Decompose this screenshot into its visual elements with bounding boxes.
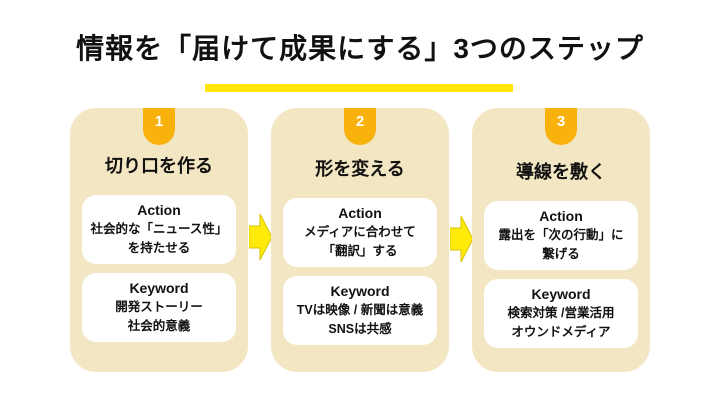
- keyword-box: Keyword 開発ストーリー 社会的意義: [82, 273, 236, 342]
- keyword-line: SNSは共感: [328, 322, 392, 336]
- step-number-badge: 3: [545, 108, 577, 145]
- step-card-2: 2 形を変える Action メディアに合わせて 「翻訳」する Keyword …: [271, 108, 449, 372]
- step-heading: 導線を敷く: [516, 162, 606, 182]
- step-number-badge: 2: [344, 108, 376, 145]
- keyword-line: 検索対策 /営業活用: [507, 306, 615, 320]
- keyword-box: Keyword TVは映像 / 新聞は意義 SNSは共感: [283, 276, 437, 345]
- action-line: 繋げる: [542, 247, 580, 261]
- action-line: を持たせる: [127, 241, 191, 255]
- action-box: Action 社会的な「ニュース性」 を持たせる: [82, 195, 236, 264]
- title-underline: [205, 84, 513, 92]
- action-box: Action メディアに合わせて 「翻訳」する: [283, 198, 437, 267]
- action-box: Action 露出を「次の行動」に 繋げる: [484, 201, 638, 270]
- action-line: 社会的な「ニュース性」: [90, 222, 228, 236]
- keyword-label: Keyword: [129, 280, 189, 296]
- action-label: Action: [539, 208, 583, 224]
- arrow-right-icon: [450, 215, 474, 263]
- step-number-badge: 1: [143, 108, 175, 145]
- action-line: 露出を「次の行動」に: [498, 228, 624, 242]
- step-heading: 切り口を作る: [105, 156, 213, 176]
- action-line: メディアに合わせて: [304, 225, 416, 239]
- step-number: 3: [556, 113, 566, 130]
- keyword-box: Keyword 検索対策 /営業活用 オウンドメディア: [484, 279, 638, 348]
- step-card-1: 1 切り口を作る Action 社会的な「ニュース性」 を持たせる Keywor…: [70, 108, 248, 372]
- action-line: 「翻訳」する: [322, 244, 398, 258]
- keyword-label: Keyword: [531, 286, 591, 302]
- action-label: Action: [137, 202, 181, 218]
- step-heading: 形を変える: [315, 159, 405, 179]
- keyword-line: オウンドメディア: [511, 325, 611, 339]
- step-card-3: 3 導線を敷く Action 露出を「次の行動」に 繋げる Keyword 検索…: [472, 108, 650, 372]
- step-number: 1: [154, 113, 164, 130]
- keyword-label: Keyword: [330, 283, 390, 299]
- keyword-line: 社会的意義: [127, 319, 191, 333]
- action-label: Action: [338, 205, 382, 221]
- step-number: 2: [355, 113, 365, 130]
- page-title: 情報を「届けて成果にする」3つのステップ: [76, 33, 644, 64]
- keyword-line: TVは映像 / 新聞は意義: [296, 303, 424, 317]
- keyword-line: 開発ストーリー: [115, 300, 203, 314]
- arrow-right-icon: [249, 213, 273, 261]
